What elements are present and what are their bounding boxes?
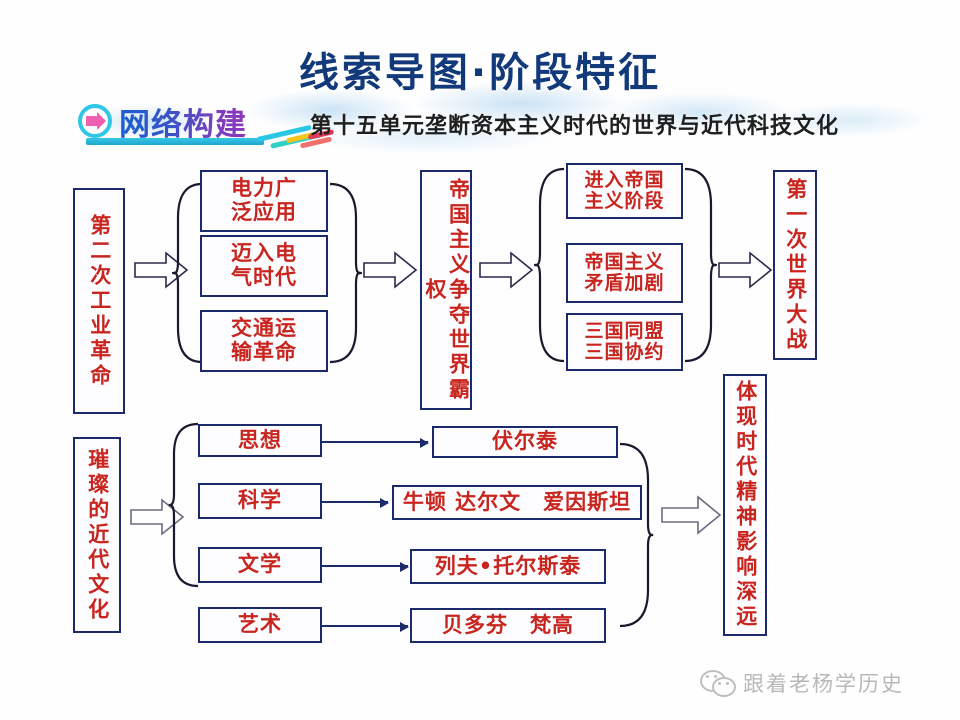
- circular-arrow-icon: [78, 104, 112, 138]
- block-arrow-4: [717, 250, 773, 290]
- node-figure-tolstoy: 列夫•托尔斯泰: [410, 549, 606, 584]
- block-arrow-2: [362, 250, 418, 290]
- brace-right-group1: [328, 180, 362, 366]
- block-arrow-6: [660, 494, 722, 536]
- node-category-literature: 文学: [198, 547, 322, 583]
- brace-left-group1: [172, 180, 204, 366]
- brace-right-group2: [683, 165, 717, 365]
- wechat-icon: [700, 670, 736, 697]
- block-arrow-5: [129, 497, 185, 537]
- node-category-thought: 思想: [198, 424, 322, 457]
- badge-underline: [86, 138, 264, 145]
- watermark: 跟着老杨学历史: [700, 668, 904, 698]
- node-transport-revolution: 交通运 输革命: [200, 310, 328, 372]
- section-badge-label: 网络构建: [119, 99, 247, 144]
- connector-science-to-scientists: [322, 498, 389, 508]
- node-figure-voltaire: 伏尔泰: [432, 426, 618, 458]
- block-arrow-1: [133, 250, 189, 290]
- node-imperialist-world-hegemony: 帝国主义争夺世界霸权: [420, 170, 472, 410]
- node-figure-scientists: 牛顿 达尔文 爱因斯坦: [392, 485, 642, 520]
- connector-art-to-artists: [322, 622, 409, 632]
- node-reflects-spirit-of-age: 体现时代精神影响深远: [723, 374, 767, 636]
- node-electricity-widely-used: 电力广 泛应用: [200, 170, 328, 232]
- watermark-label: 跟着老杨学历史: [743, 672, 904, 696]
- node-category-art: 艺术: [198, 607, 322, 643]
- node-imperialist-contradictions: 帝国主义 矛盾加剧: [566, 243, 683, 303]
- section-badge: 网络构建: [78, 99, 247, 144]
- brace-left-categories: [168, 420, 200, 590]
- connector-thought-to-voltaire: [322, 438, 429, 448]
- node-second-industrial-revolution: 第二次工业革命: [73, 188, 125, 414]
- node-category-science: 科学: [198, 483, 322, 519]
- node-triple-alliance-entente: 三国同盟 三国协约: [566, 313, 683, 371]
- node-brilliant-modern-culture: 璀璨的近代文化: [73, 437, 121, 633]
- node-enter-imperialism-stage: 进入帝国 主义阶段: [566, 163, 683, 219]
- brace-right-figures: [618, 440, 654, 630]
- node-figure-artists: 贝多芬 梵高: [410, 608, 606, 643]
- unit-subtitle: 第十五单元垄断资本主义时代的世界与近代科技文化: [310, 113, 840, 139]
- brace-left-group2: [534, 165, 566, 365]
- node-world-war-one: 第一次世界大战: [773, 170, 817, 360]
- connector-literature-to-tolstoy: [322, 562, 409, 572]
- node-enter-electric-age: 迈入电 气时代: [200, 235, 328, 297]
- page-title: 线索导图·阶段特征: [298, 50, 662, 96]
- block-arrow-3: [478, 250, 534, 290]
